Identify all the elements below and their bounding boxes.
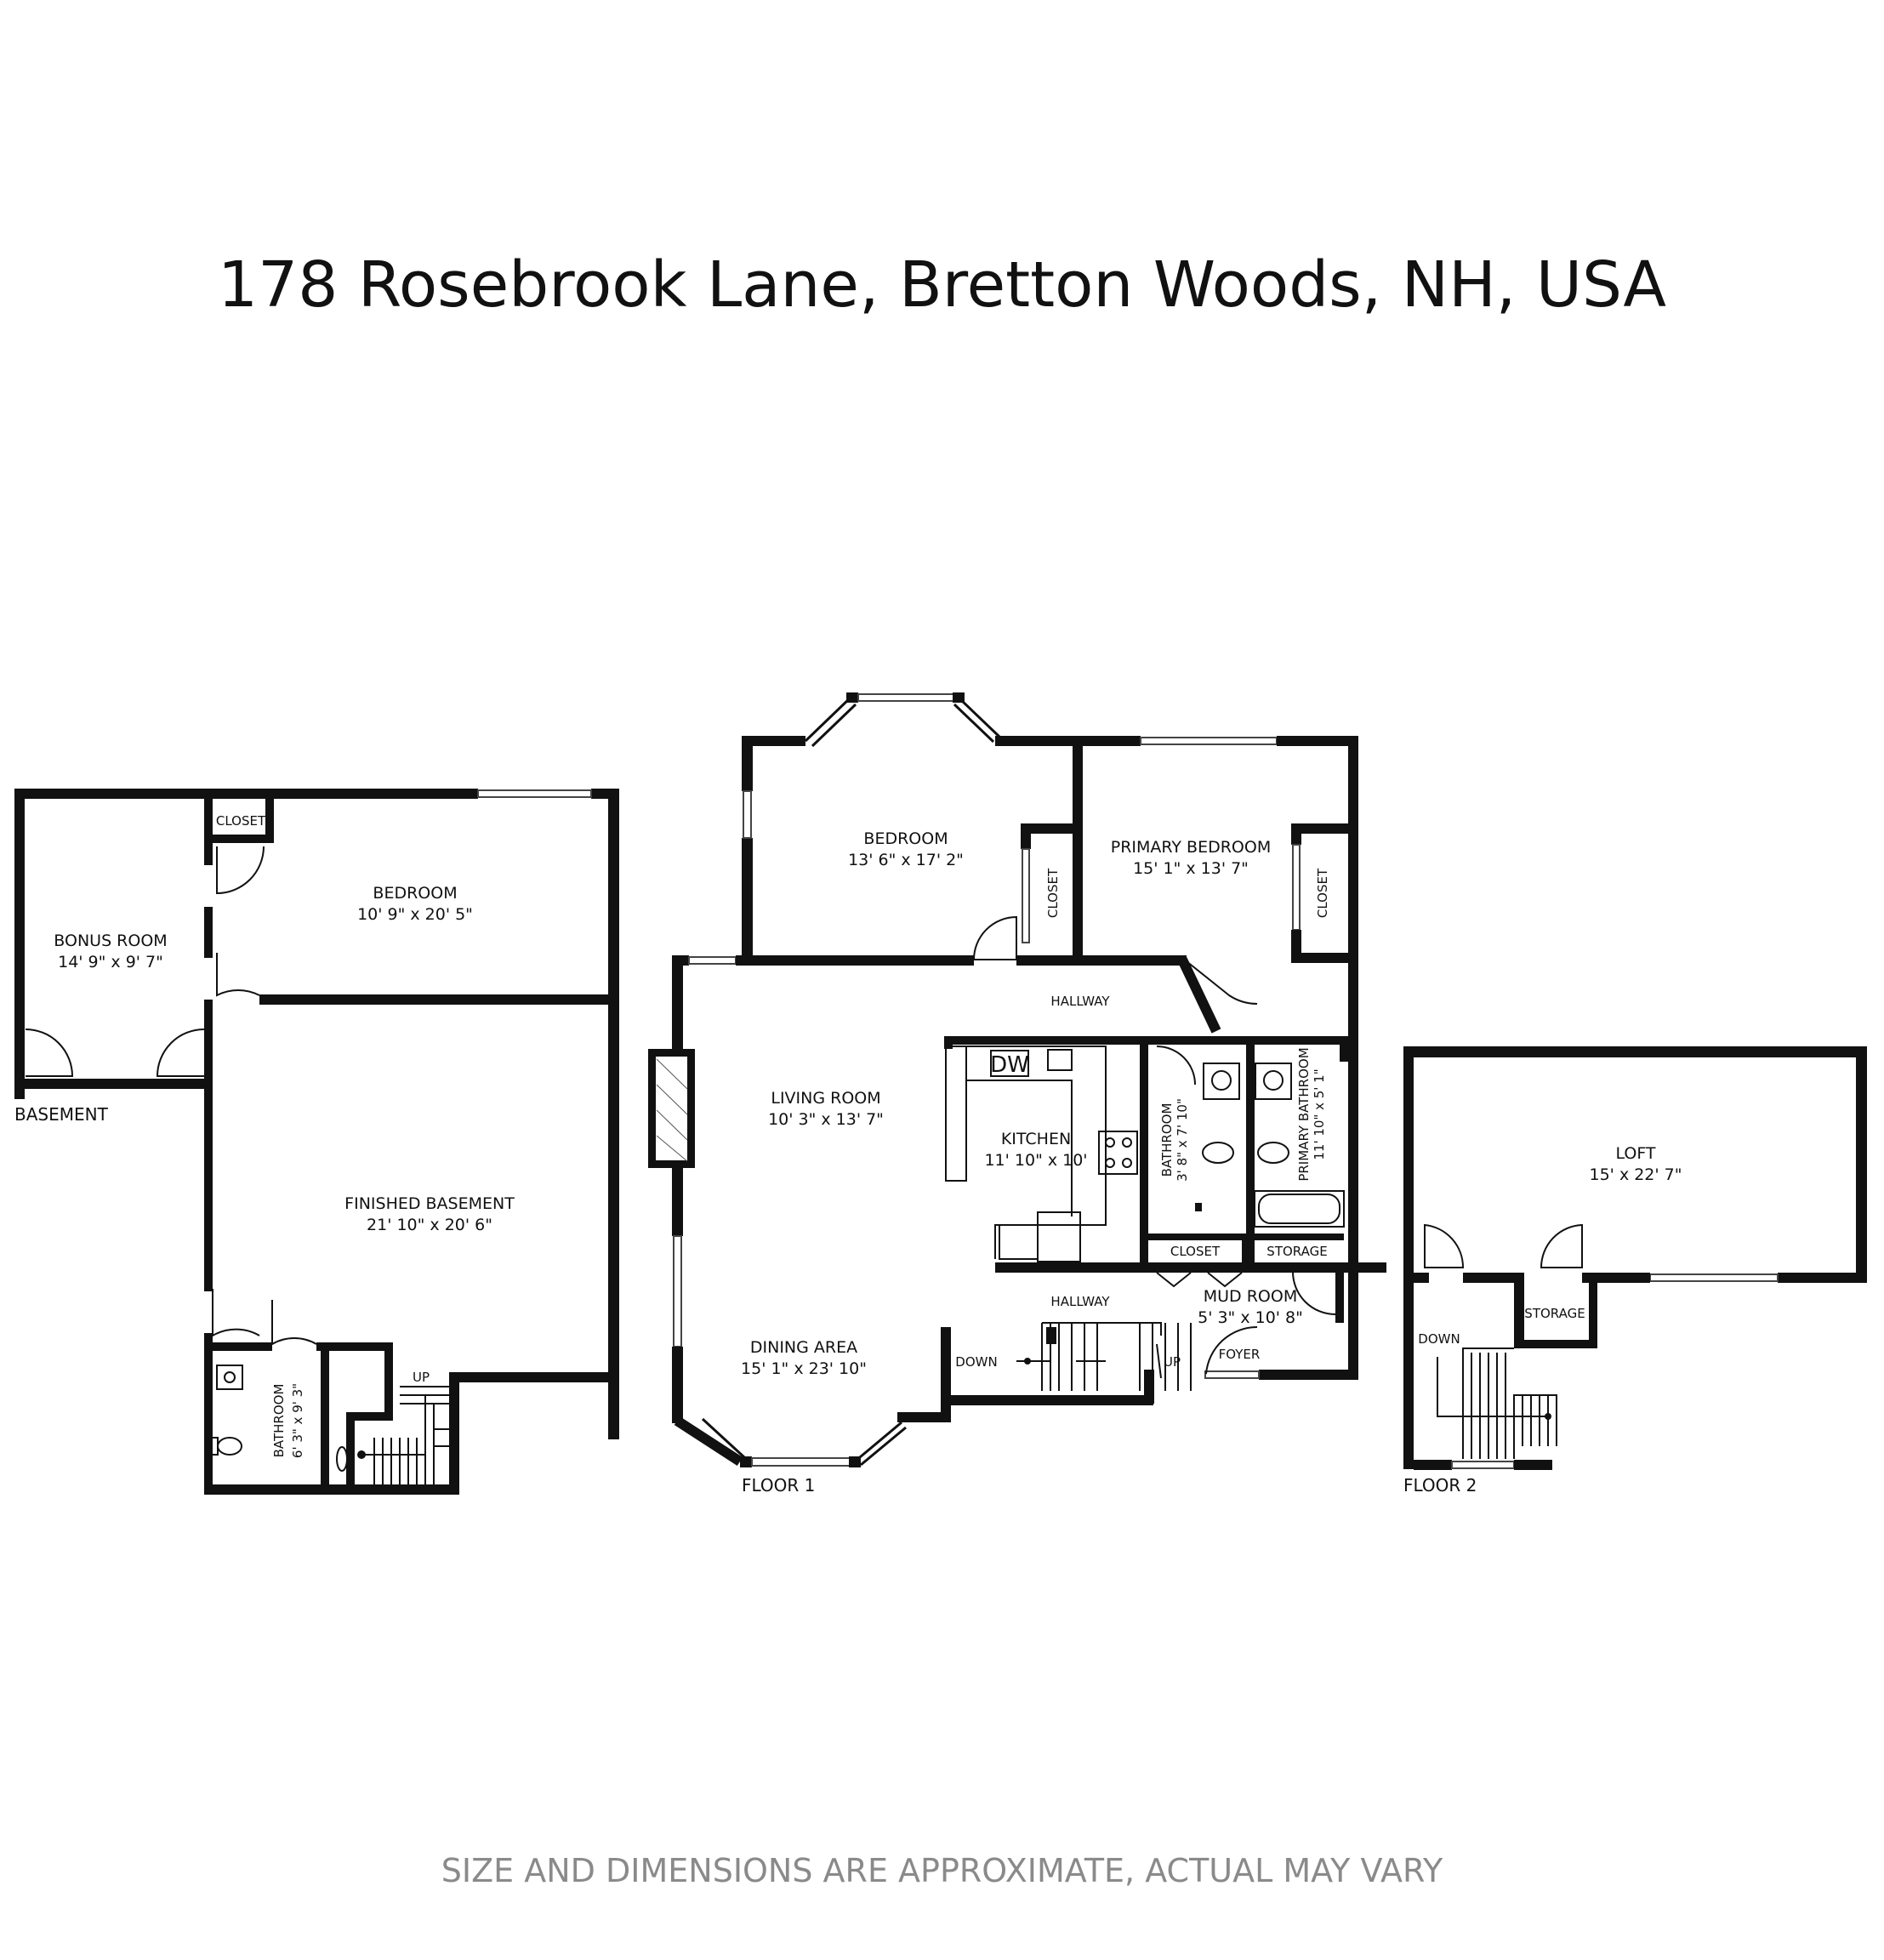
- room-bedroom-dims: 13' 6" x 17' 2": [848, 851, 964, 869]
- room-bedroom-name: BEDROOM: [863, 829, 948, 848]
- room-primary-bathroom-dims: 11' 10" x 5' 1": [1312, 1068, 1327, 1159]
- room-basement-bedroom-dims: 10' 9" x 20' 5": [357, 905, 473, 924]
- room-dining-area-dims: 15' 1" x 23' 10": [741, 1359, 867, 1378]
- room-bathroom-dims: 3' 8" x 7' 10": [1175, 1098, 1190, 1182]
- room-bonus-room-dims: 14' 9" x 9' 7": [58, 953, 163, 971]
- floor-label-basement: BASEMENT: [14, 1104, 109, 1125]
- room-hallway-bottom-name: HALLWAY: [1050, 1294, 1110, 1309]
- room-living-room-dims: 10' 3" x 13' 7": [768, 1110, 884, 1129]
- room-hallway-top-name: HALLWAY: [1050, 994, 1110, 1009]
- room-storage-f1-name: STORAGE: [1266, 1244, 1327, 1259]
- room-closet-f1-name: CLOSET: [1170, 1244, 1221, 1259]
- room-foyer-name: FOYER: [1219, 1347, 1261, 1362]
- room-finished-basement-name: FINISHED BASEMENT: [344, 1194, 515, 1213]
- room-mud-room-name: MUD ROOM: [1204, 1287, 1297, 1306]
- room-kitchen-dims: 11' 10" x 10': [984, 1151, 1087, 1170]
- stair-up-basement: UP: [413, 1370, 430, 1385]
- room-primary-bedroom-dims: 15' 1" x 13' 7": [1133, 859, 1249, 878]
- floor2-plan: [1403, 1046, 1867, 1470]
- floor-label-floor1: FLOOR 1: [742, 1475, 815, 1496]
- room-basement-closet-name: CLOSET: [216, 813, 266, 829]
- room-bathroom-name: BATHROOM: [1159, 1103, 1175, 1177]
- room-basement-bedroom-name: BEDROOM: [373, 884, 457, 903]
- stair-down-f1: DOWN: [955, 1354, 997, 1370]
- room-bedroom-closet-name: CLOSET: [1045, 868, 1061, 918]
- room-loft-dims: 15' x 22' 7": [1590, 1165, 1682, 1184]
- room-loft-name: LOFT: [1615, 1144, 1655, 1163]
- room-primary-bedroom-name: PRIMARY BEDROOM: [1111, 838, 1271, 857]
- stair-down-f2: DOWN: [1418, 1331, 1460, 1347]
- floor-label-floor2: FLOOR 2: [1403, 1475, 1477, 1496]
- floor1-plan: DW: [648, 692, 1386, 1467]
- stair-up-f1: UP: [1164, 1354, 1181, 1370]
- room-bonus-room-name: BONUS ROOM: [54, 932, 167, 950]
- room-primary-closet-name: CLOSET: [1315, 868, 1330, 918]
- room-kitchen-name: KITCHEN: [1001, 1130, 1071, 1148]
- basement-plan: [14, 789, 619, 1495]
- room-storage-f2-name: STORAGE: [1524, 1306, 1585, 1321]
- page-title: 178 Rosebrook Lane, Bretton Woods, NH, U…: [218, 248, 1666, 322]
- room-mud-room-dims: 5' 3" x 10' 8": [1198, 1308, 1303, 1327]
- dishwasher-label: DW: [990, 1052, 1029, 1078]
- room-living-room-name: LIVING ROOM: [771, 1089, 880, 1108]
- room-finished-basement-dims: 21' 10" x 20' 6": [367, 1216, 492, 1234]
- room-primary-bathroom-name: PRIMARY BATHROOM: [1296, 1047, 1312, 1181]
- disclaimer: SIZE AND DIMENSIONS ARE APPROXIMATE, ACT…: [441, 1852, 1443, 1889]
- room-dining-area-name: DINING AREA: [750, 1338, 857, 1357]
- room-basement-bathroom-dims: 6' 3" x 9' 3": [290, 1383, 305, 1458]
- room-basement-bathroom-name: BATHROOM: [271, 1384, 287, 1458]
